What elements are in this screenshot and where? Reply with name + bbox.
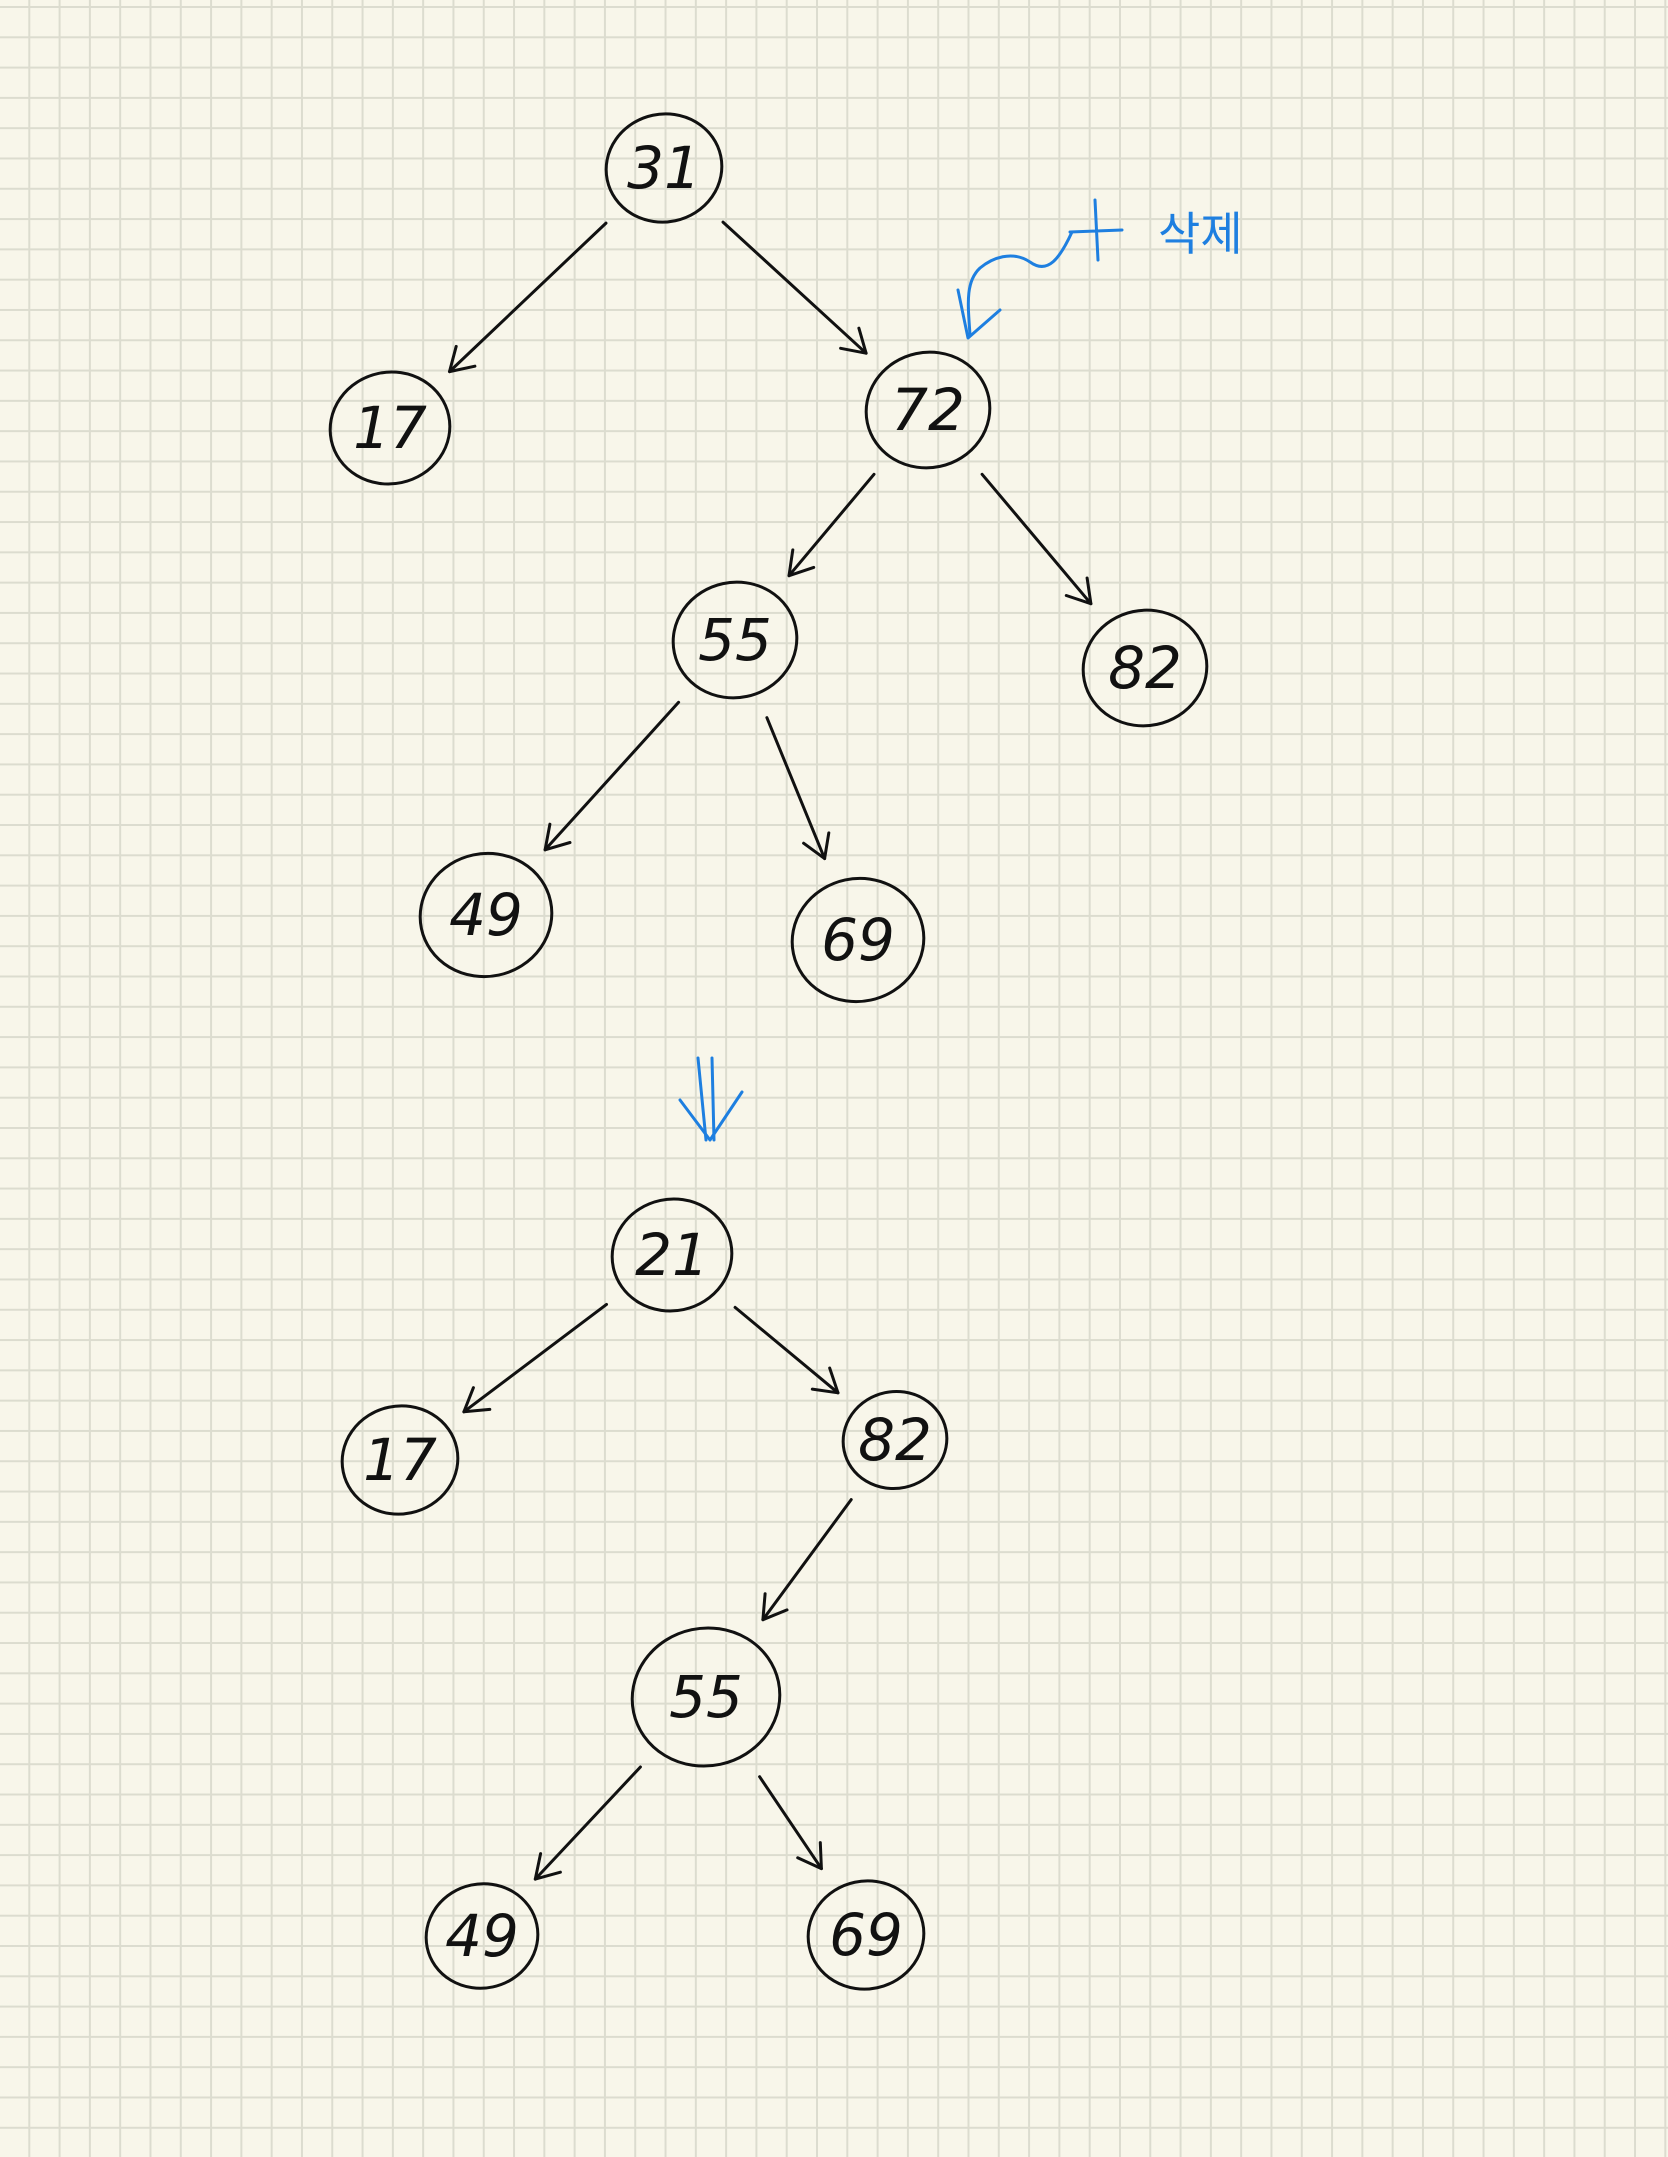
transition-arrow-head bbox=[678, 1090, 744, 1142]
edge-line bbox=[543, 700, 681, 852]
nodes-layer: 31 17 72 55 82 49 69 21 17 82 55 49 69 bbox=[328, 112, 1209, 1991]
plus-icon bbox=[1068, 198, 1124, 262]
edge-line bbox=[980, 472, 1093, 606]
edge-arrowhead bbox=[533, 1852, 562, 1881]
edge-line bbox=[765, 716, 827, 861]
node-circle bbox=[610, 1197, 734, 1313]
edge-n31-n72 bbox=[721, 220, 868, 355]
delete-annotation-label: 삭제 bbox=[1158, 207, 1243, 261]
node-label: 55 bbox=[698, 606, 772, 674]
edge-line bbox=[448, 221, 608, 374]
node-circle bbox=[790, 876, 926, 1004]
edge-line bbox=[758, 1775, 823, 1871]
node-circle bbox=[424, 1882, 540, 1990]
edge-line bbox=[787, 472, 876, 578]
edge-n55-n49 bbox=[543, 700, 681, 852]
node-circle bbox=[340, 1404, 460, 1516]
node-49: 49 bbox=[424, 1882, 540, 1990]
node-21: 21 bbox=[610, 1197, 734, 1313]
node-55: 55 bbox=[671, 580, 799, 700]
edge-arrowhead bbox=[802, 831, 831, 861]
node-31: 31 bbox=[604, 112, 724, 224]
edge-line bbox=[761, 1498, 853, 1622]
node-circle bbox=[604, 112, 724, 224]
edge-arrowhead bbox=[810, 1366, 840, 1395]
edge-n72-n55 bbox=[787, 472, 876, 578]
node-circle bbox=[1081, 608, 1209, 728]
edge-arrowhead bbox=[839, 326, 868, 355]
edge-m55-m49 bbox=[533, 1765, 642, 1881]
node-label: 82 bbox=[858, 1406, 932, 1474]
node-circle bbox=[328, 370, 452, 486]
node-17: 17 bbox=[340, 1404, 460, 1516]
node-circle bbox=[864, 350, 992, 470]
node-72: 72 bbox=[864, 350, 992, 470]
node-label: 21 bbox=[635, 1221, 709, 1289]
edge-line bbox=[721, 220, 868, 355]
node-circle bbox=[806, 1879, 926, 1991]
node-82: 82 bbox=[841, 1389, 949, 1491]
edge-arrowhead bbox=[543, 822, 572, 852]
node-label: 69 bbox=[829, 1901, 903, 1969]
node-label: 17 bbox=[353, 394, 427, 462]
node-49: 49 bbox=[418, 851, 554, 979]
node-69: 69 bbox=[806, 1879, 926, 1991]
edge-arrowhead bbox=[462, 1386, 492, 1414]
edge-n72-n82 bbox=[980, 472, 1093, 606]
delete-annotation-arrowhead bbox=[956, 288, 1002, 340]
delete-annotation-arrow bbox=[966, 230, 1074, 337]
node-label: 49 bbox=[445, 1902, 519, 1970]
transition-arrow-shaft bbox=[696, 1056, 716, 1142]
node-circle bbox=[630, 1626, 782, 1768]
node-label: 31 bbox=[627, 134, 701, 202]
node-label: 72 bbox=[891, 376, 965, 444]
delete-annotation: 삭제 bbox=[956, 198, 1243, 340]
edge-m21-m17 bbox=[462, 1302, 608, 1414]
node-label: 69 bbox=[821, 906, 895, 974]
edge-m55-m69 bbox=[758, 1775, 823, 1871]
node-label: 17 bbox=[363, 1426, 437, 1494]
edge-arrowhead bbox=[761, 1592, 789, 1622]
edges-layer bbox=[448, 220, 1093, 1881]
edge-line bbox=[733, 1305, 840, 1395]
edge-arrowhead bbox=[448, 344, 477, 374]
node-label: 55 bbox=[669, 1663, 743, 1731]
node-82: 82 bbox=[1081, 608, 1209, 728]
node-label: 82 bbox=[1108, 634, 1182, 702]
edge-n55-n69 bbox=[765, 716, 831, 861]
node-circle bbox=[671, 580, 799, 700]
edge-arrowhead bbox=[787, 548, 816, 578]
edge-m82-m55 bbox=[761, 1498, 853, 1622]
edge-arrowhead bbox=[1064, 576, 1093, 606]
node-circle bbox=[418, 851, 554, 979]
node-17: 17 bbox=[328, 370, 452, 486]
node-55: 55 bbox=[630, 1626, 782, 1768]
edge-n31-n17 bbox=[448, 221, 608, 374]
transition-arrow bbox=[678, 1056, 744, 1142]
node-circle bbox=[841, 1389, 949, 1491]
edge-line bbox=[462, 1302, 608, 1414]
node-69: 69 bbox=[790, 876, 926, 1004]
edge-line bbox=[533, 1765, 642, 1881]
edge-arrowhead bbox=[796, 1841, 823, 1871]
node-label: 49 bbox=[449, 881, 523, 949]
edge-m21-m82 bbox=[733, 1305, 840, 1395]
